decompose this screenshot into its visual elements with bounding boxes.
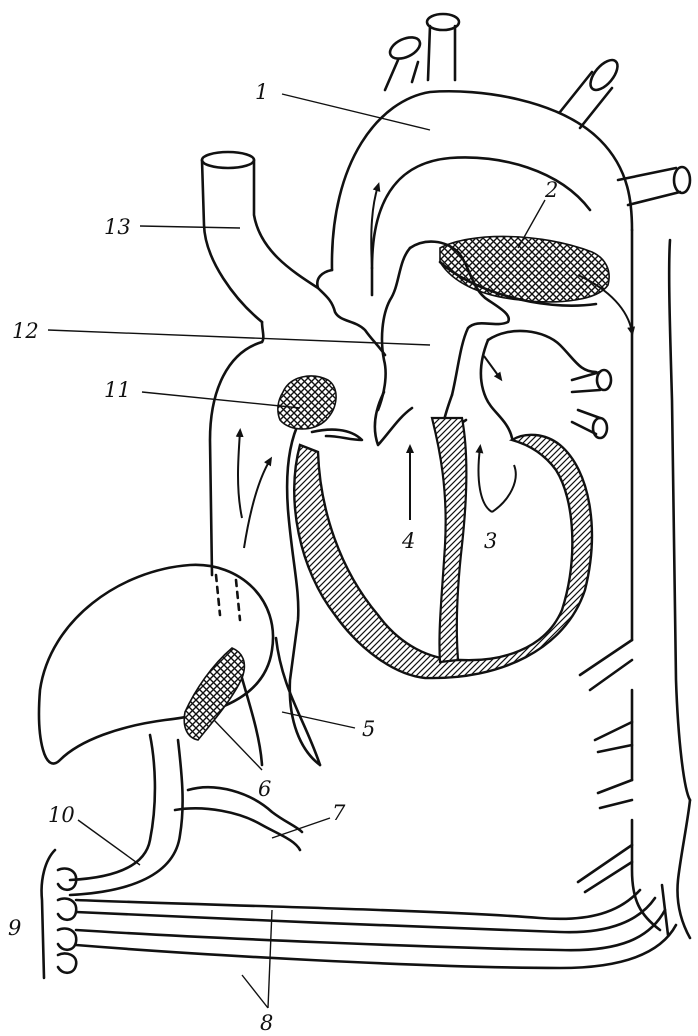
superior-vena-cava — [202, 152, 318, 342]
label-13: 13 — [104, 215, 131, 239]
label-12: 12 — [12, 319, 39, 343]
label-11: 11 — [104, 378, 131, 402]
label-4: 4 — [401, 529, 415, 553]
labels: 1 2 3 4 5 6 7 8 9 10 11 12 13 — [8, 80, 558, 1035]
descending-aorta — [578, 230, 690, 938]
left-atrium — [481, 331, 611, 438]
ductus-venosus — [184, 648, 244, 740]
umbilical-vein — [70, 735, 302, 895]
label-2: 2 — [544, 178, 558, 202]
label-6: 6 — [258, 777, 271, 801]
label-10: 10 — [48, 803, 75, 827]
label-8: 8 — [260, 1011, 273, 1035]
umbilical-arteries — [76, 890, 676, 968]
ductus-arteriosus — [440, 236, 632, 332]
label-3: 3 — [484, 529, 497, 553]
heart-ventricles — [294, 418, 592, 678]
label-9: 9 — [8, 916, 21, 940]
inferior-vena-cava — [242, 638, 320, 765]
aortic-arch — [332, 14, 690, 270]
label-1: 1 — [255, 80, 268, 104]
label-7: 7 — [332, 801, 346, 825]
placenta — [42, 850, 77, 978]
foramen-ovale — [278, 376, 336, 429]
atrial-valve — [312, 430, 362, 440]
label-5: 5 — [362, 717, 375, 741]
